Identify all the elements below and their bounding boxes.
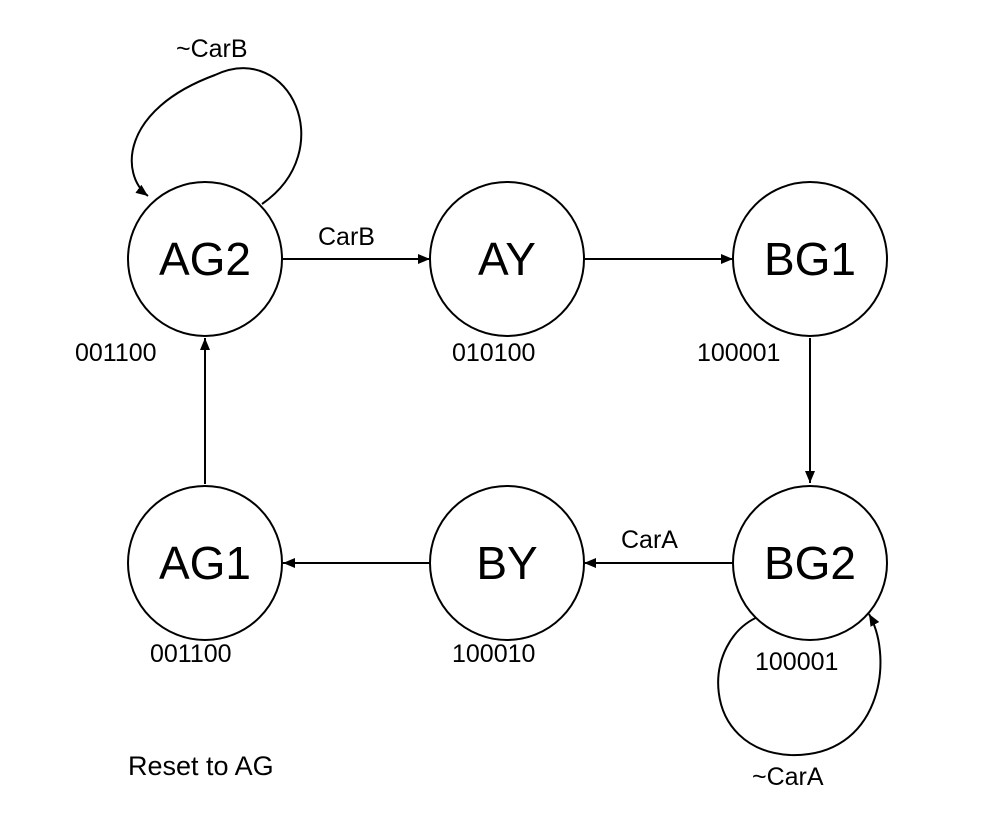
state-ag2-output: 001100 [75, 339, 157, 367]
transition-ag2-self-label: ~CarB [176, 35, 248, 63]
state-by-output: 100010 [452, 640, 535, 668]
state-ag1-output: 001100 [150, 640, 232, 668]
state-ag2: AG2 [127, 181, 283, 337]
transition-ag2-to-ay-label: CarB [318, 223, 375, 251]
state-ay-output: 010100 [452, 339, 535, 367]
state-ag2-name: AG2 [159, 233, 251, 285]
state-bg1: BG1 [732, 181, 888, 337]
transition-bg2-to-by-label: CarA [621, 526, 678, 554]
state-bg2-output: 100001 [755, 648, 838, 676]
state-by: BY [429, 485, 585, 641]
state-ay: AY [429, 181, 585, 337]
state-bg1-output: 100001 [697, 339, 780, 367]
state-bg2-name: BG2 [764, 537, 856, 589]
state-by-name: BY [476, 537, 537, 589]
state-bg2: BG2 [732, 485, 888, 641]
state-ag1: AG1 [127, 485, 283, 641]
reset-note: Reset to AG [128, 751, 274, 781]
transition-bg2-self-label: ~CarA [752, 763, 824, 791]
transition-bg2-self-loop [717, 613, 882, 757]
transition-ag2-self-loop [130, 67, 303, 205]
state-bg1-name: BG1 [764, 233, 856, 285]
state-ay-name: AY [478, 233, 536, 285]
state-ag1-name: AG1 [159, 537, 251, 589]
